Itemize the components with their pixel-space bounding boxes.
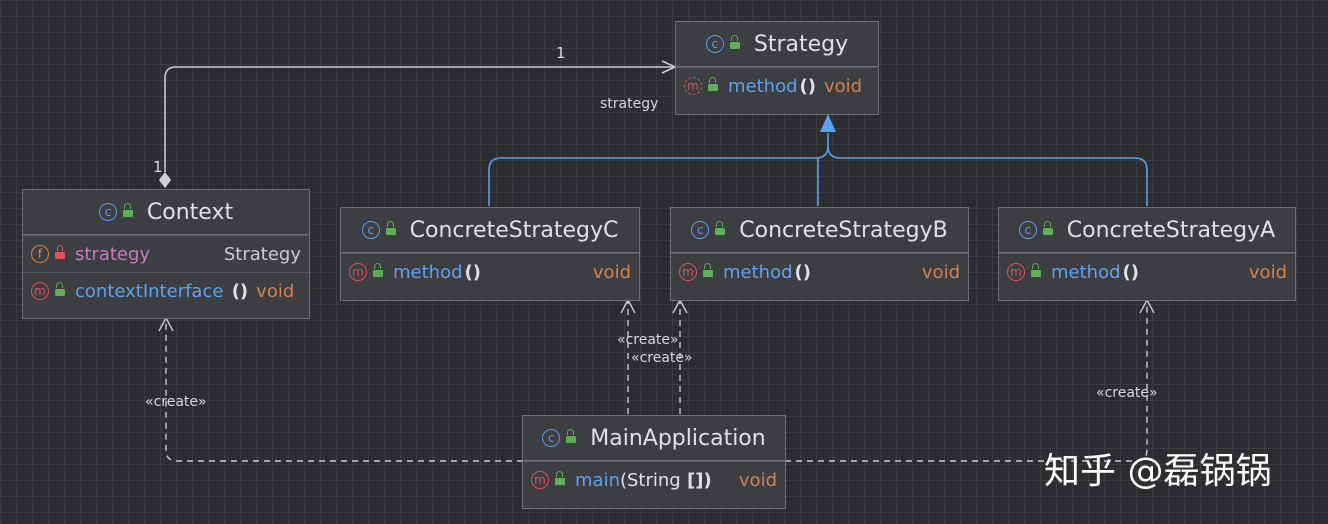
method-parens: () — [225, 280, 249, 302]
class-concrete-strategy-b-header[interactable]: c ConcreteStrategyB — [671, 208, 968, 253]
class-name: ConcreteStrategyC — [409, 217, 619, 243]
method-return-type: void — [823, 75, 863, 97]
method-return-type: void — [738, 469, 777, 491]
method-parens: () — [794, 261, 811, 283]
private-visibility-icon — [55, 244, 65, 259]
public-visibility-icon — [729, 34, 740, 49]
class-icon: c — [691, 221, 710, 239]
class-icon: c — [361, 221, 380, 239]
class-context[interactable]: c Context f strategy Strategy m contextI… — [22, 189, 310, 319]
field-type: Strategy — [223, 243, 301, 265]
class-concrete-strategy-a-header[interactable]: c ConcreteStrategyA — [999, 208, 1295, 253]
public-visibility-icon — [55, 281, 65, 296]
method-name: method — [393, 261, 463, 283]
watermark-text: 知乎 @磊锅锅 — [1044, 451, 1272, 492]
class-name: Strategy — [753, 31, 849, 57]
method-return-type: void — [592, 261, 631, 283]
class-main-application-header[interactable]: c MainApplication — [523, 416, 785, 461]
aggregation-diamond — [159, 172, 171, 188]
class-concrete-strategy-c[interactable]: c ConcreteStrategyC m method () void — [340, 207, 640, 301]
public-visibility-icon — [566, 428, 577, 443]
class-name: Context — [146, 199, 234, 225]
realization-lines — [488, 133, 1148, 206]
class-concrete-strategy-b[interactable]: c ConcreteStrategyB m method () void — [670, 207, 969, 301]
realization-arrowhead — [820, 114, 836, 132]
field-icon: f — [31, 245, 49, 263]
class-main-application[interactable]: c MainApplication m main (String []) voi… — [522, 415, 786, 509]
public-visibility-icon — [1042, 220, 1053, 235]
method-name: method — [723, 261, 793, 283]
create-label-concrete-b: «create» — [631, 350, 693, 366]
method-name: contextInterface — [75, 280, 224, 302]
method-row[interactable]: m method () void — [341, 253, 639, 290]
method-parens: () — [1122, 261, 1139, 283]
create-label-concrete-a: «create» — [1096, 385, 1158, 401]
method-args-brackets: []) — [680, 469, 712, 491]
public-visibility-icon — [1031, 262, 1041, 277]
method-return-type: void — [921, 261, 960, 283]
method-icon: m — [31, 282, 49, 300]
public-visibility-icon — [373, 262, 383, 277]
class-concrete-strategy-c-header[interactable]: c ConcreteStrategyC — [341, 208, 639, 253]
method-icon: m — [1007, 263, 1025, 281]
public-visibility-icon — [715, 220, 726, 235]
method-return-type: void — [1248, 261, 1287, 283]
class-context-header[interactable]: c Context — [23, 190, 309, 235]
method-row[interactable]: m method () void — [999, 253, 1295, 290]
aggregation-line — [164, 66, 674, 172]
public-visibility-icon — [122, 202, 133, 217]
public-visibility-icon — [708, 76, 718, 91]
class-name: ConcreteStrategyA — [1066, 217, 1276, 243]
create-dependency-lines — [165, 300, 1148, 462]
public-visibility-icon — [555, 470, 565, 485]
class-icon: c — [705, 35, 724, 53]
class-icon: c — [98, 203, 117, 221]
class-strategy-header[interactable]: c Strategy — [676, 22, 878, 67]
method-row[interactable]: m main (String []) void — [523, 461, 785, 498]
method-row[interactable]: m contextInterface () void — [23, 272, 309, 309]
create-label-context: «create» — [145, 394, 207, 410]
method-args: (String — [619, 469, 681, 491]
class-icon: c — [542, 429, 561, 447]
method-row[interactable]: m method () void — [671, 253, 968, 290]
class-strategy[interactable]: c Strategy m method () void — [675, 21, 879, 115]
public-visibility-icon — [703, 262, 713, 277]
abstract-method-icon: m — [684, 77, 702, 95]
field-row[interactable]: f strategy Strategy — [23, 235, 309, 272]
class-name: MainApplication — [590, 425, 766, 451]
class-icon: c — [1018, 221, 1037, 239]
method-name: method — [728, 75, 798, 97]
method-row[interactable]: m method () void — [676, 67, 878, 104]
aggregation-multiplicity-source: 1 — [153, 158, 163, 176]
method-return-type: void — [256, 280, 295, 302]
method-icon: m — [349, 263, 367, 281]
method-parens: () — [799, 75, 816, 97]
method-name: method — [1051, 261, 1121, 283]
public-visibility-icon — [385, 220, 396, 235]
class-name: ConcreteStrategyB — [739, 217, 948, 243]
aggregation-multiplicity-target: 1 — [556, 44, 566, 62]
class-concrete-strategy-a[interactable]: c ConcreteStrategyA m method () void — [998, 207, 1296, 301]
method-icon: m — [679, 263, 697, 281]
field-name: strategy — [75, 243, 151, 265]
method-parens: () — [464, 261, 481, 283]
method-name: main — [575, 469, 620, 491]
method-icon: m — [531, 471, 549, 489]
create-label-concrete-c: «create» — [617, 332, 679, 348]
aggregation-role-label: strategy — [600, 96, 659, 112]
